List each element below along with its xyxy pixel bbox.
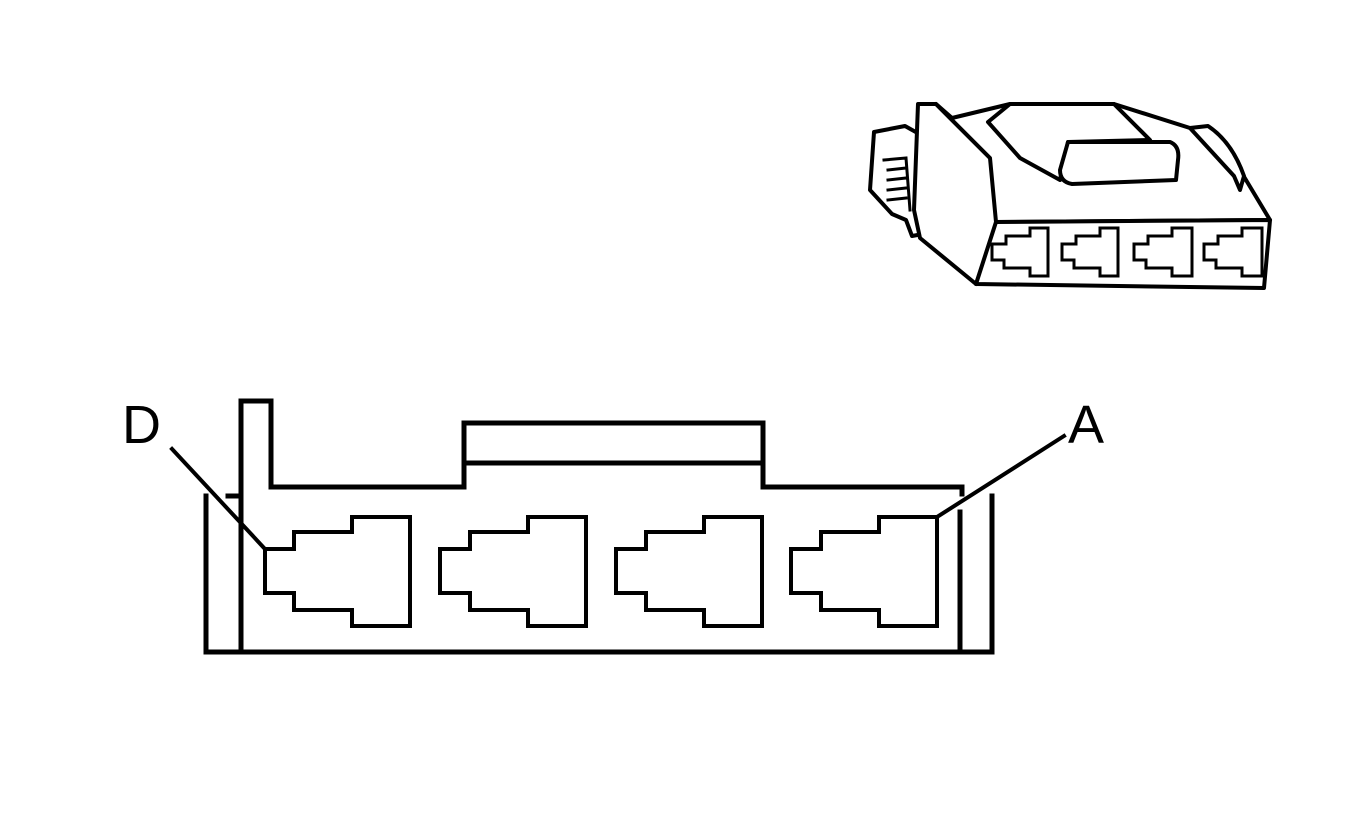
- terminal-cavity-a: [789, 515, 939, 628]
- leader-line-a: [934, 433, 1067, 520]
- side-ear: [1188, 124, 1246, 192]
- terminal-cavity-b: [614, 515, 764, 628]
- connector-isometric-view: [868, 102, 1272, 290]
- terminal-cavity-small-4: [1202, 226, 1264, 278]
- connector-front-face: [974, 218, 1272, 290]
- terminal-cavities: [263, 515, 939, 628]
- housing-top-outline: [238, 398, 965, 651]
- terminal-cavity-small-2: [1060, 226, 1120, 278]
- leader-line-d: [169, 446, 268, 552]
- terminal-cavity-d: [263, 515, 412, 628]
- connector-face-view: D A: [122, 395, 1104, 655]
- terminal-cavities-small: [990, 226, 1264, 278]
- lock-ramp: [986, 102, 1181, 186]
- housing-outer-walls: [203, 493, 995, 655]
- terminal-cavity-c: [438, 515, 588, 628]
- pin-label-a: A: [1068, 395, 1104, 455]
- pin-label-d: D: [122, 395, 161, 455]
- terminal-cavity-small-3: [1132, 226, 1194, 278]
- terminal-cavity-small-1: [990, 226, 1050, 278]
